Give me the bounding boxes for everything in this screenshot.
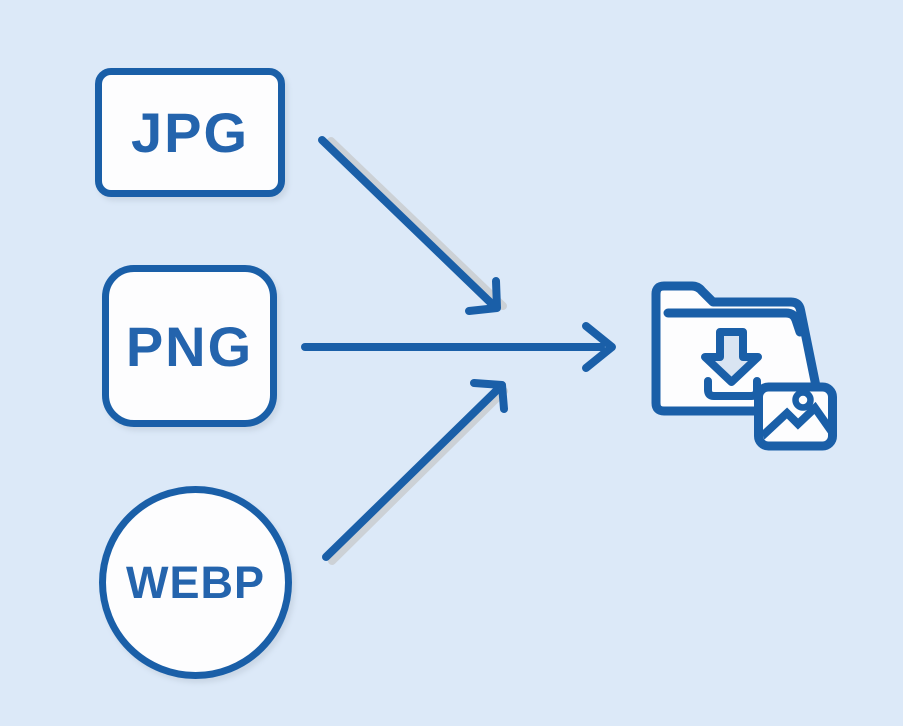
image-thumbnail-icon	[754, 382, 837, 451]
webp-label: WEBP	[126, 556, 265, 608]
mountains-icon	[763, 401, 828, 442]
arrow-png-to-folder	[301, 322, 616, 372]
source-node-webp: WEBP	[99, 486, 292, 679]
arrow-jpg-to-folder	[318, 136, 507, 315]
output-folder-icon	[651, 281, 837, 451]
source-node-jpg: JPG	[95, 68, 285, 197]
source-node-png: PNG	[102, 265, 277, 427]
jpg-label: JPG	[130, 101, 250, 164]
arrow-webp-to-folder	[322, 379, 508, 565]
sun-dot-icon	[792, 389, 814, 411]
png-label: PNG	[125, 314, 254, 378]
